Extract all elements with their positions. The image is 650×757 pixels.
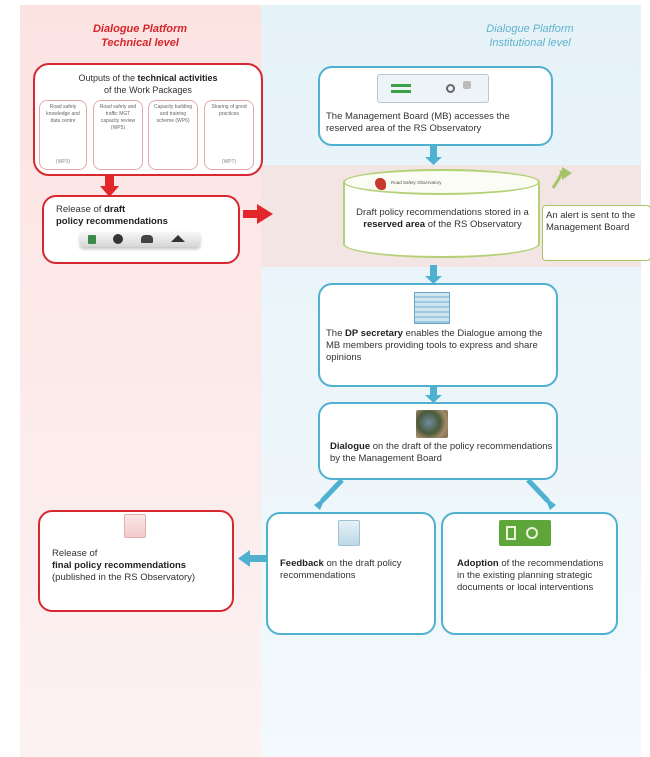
observatory-storage: Road Safety Observatory Draft policy rec…: [343, 169, 540, 258]
storage-text: Draft policy recommendations stored in a…: [356, 207, 529, 230]
dp-secretary-box: The DP secretary enables the Dialogue am…: [318, 283, 558, 387]
adoption-text: Adoption of the recommendations in the e…: [457, 558, 604, 593]
dialogue-box: Dialogue on the draft of the policy reco…: [318, 402, 558, 480]
document-page-icon: [338, 520, 360, 546]
adoption-box: Adoption of the recommendations in the e…: [441, 512, 618, 635]
platform-screen-icon: [414, 292, 450, 324]
dp-secretary-text: The DP secretary enables the Dialogue am…: [326, 328, 543, 363]
meeting-photo-icon: [416, 410, 448, 438]
feedback-text: Feedback on the draft policy recommendat…: [280, 558, 402, 581]
wp5-output: Road safety and traffic MGT capacity rev…: [93, 100, 143, 170]
wp6-output: Capacity building and training scheme (W…: [148, 100, 198, 170]
alert-text: An alert is sent to the Management Board: [546, 210, 636, 233]
planning-image-icon: [499, 520, 551, 546]
document-icon: [88, 235, 96, 244]
wp3-output: Road safety knowledge and data centre(WP…: [39, 100, 87, 170]
tools-icon-strip: [80, 232, 200, 247]
computer-screen-icon: [377, 74, 489, 103]
mb-access-box: The Management Board (MB) accesses the r…: [318, 66, 553, 146]
feedback-box: Feedback on the draft policy recommendat…: [266, 512, 436, 635]
dialogue-text: Dialogue on the draft of the policy reco…: [330, 441, 553, 464]
observatory-header: Road Safety Observatory: [391, 180, 442, 185]
globe-icon: [113, 234, 123, 244]
final-document-icon: [124, 514, 146, 538]
wp7-output: Sharing of good practices(WP7): [204, 100, 254, 170]
people-icon: [141, 235, 153, 243]
alert-box: An alert is sent to the Management Board: [542, 205, 650, 261]
graduation-cap-icon: [171, 235, 185, 242]
africa-map-icon: [375, 178, 386, 190]
mb-access-text: The Management Board (MB) accesses the r…: [326, 111, 510, 134]
